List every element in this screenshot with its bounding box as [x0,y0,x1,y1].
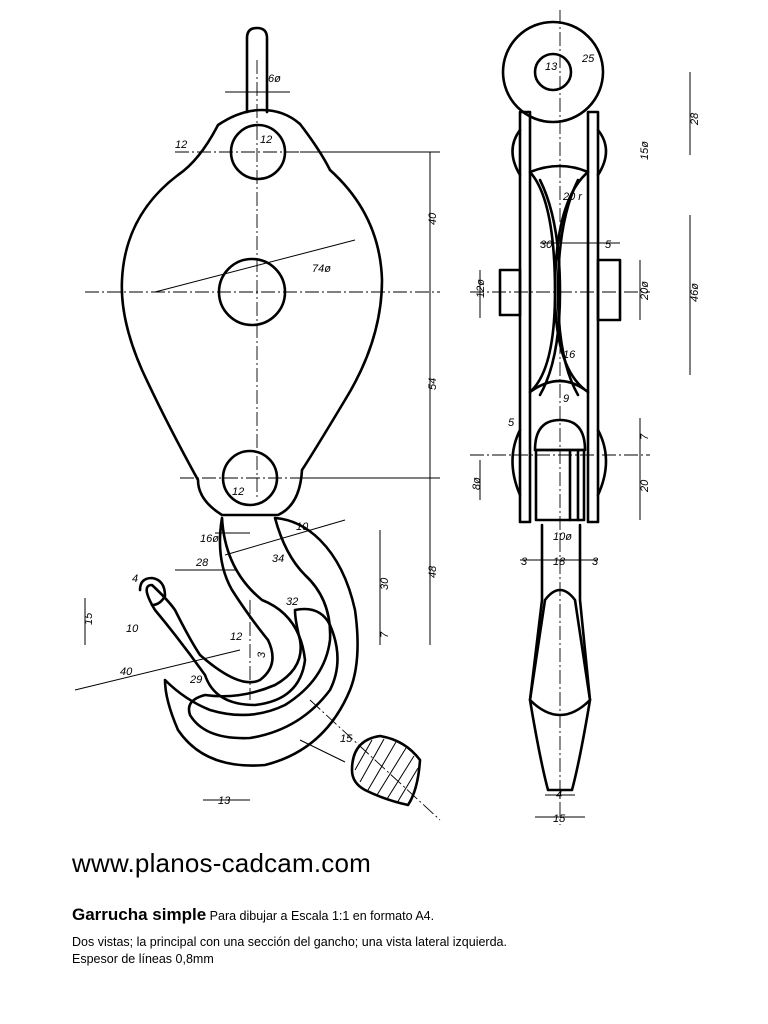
dim-15s: 15 [340,733,353,745]
hook-body [163,516,359,767]
dim-25: 25 [581,53,595,65]
dim-18: 18 [553,556,566,568]
dim-r12: 12 [175,139,187,151]
dim-20v: 20 [639,479,651,493]
dim-48: 48 [427,565,439,578]
dim-40b: 40 [120,666,133,678]
dim-15d: 15ø [639,141,651,160]
dim-13: 13 [218,795,231,807]
hook-inner-slot [187,607,339,740]
drawing-title: Garrucha simple Para dibujar a Escala 1:… [72,905,435,924]
dim-40: 40 [427,212,439,225]
site-url[interactable]: www.planos-cadcam.com [72,848,371,878]
dim-12b: 12 [232,486,244,498]
dim-15: 15 [83,612,95,625]
dim-4: 4 [132,573,138,585]
dim-12c: 12ø [475,279,487,298]
dim-28v: 28 [689,112,701,126]
dim-54: 54 [427,378,439,390]
side-boss-left [498,268,522,317]
dim-10b: 10 [126,623,139,635]
dim-15h: 15 [553,813,566,825]
dim-20d: 20ø [639,281,651,301]
side-top-eye [501,20,605,124]
dim-4h: 4 [556,789,562,801]
dim-30: 30 [379,577,391,590]
side-boss-right [596,258,622,322]
dim-5: 5 [605,239,612,251]
dim-r12b: 12 [230,631,242,643]
pulley-casing [120,108,384,517]
dim-28: 28 [195,557,209,569]
dim-9: 9 [563,393,569,405]
side-top-eye-hole [533,52,573,92]
dim-10d: 10ø [553,531,572,543]
description-line2: Espesor de líneas 0,8mm [72,952,214,966]
dim-74: 74ø [312,263,331,275]
dim-3: 3 [256,651,268,658]
dim-16h: 16 [563,349,576,361]
front-view [74,26,441,821]
title-subtitle: Para dibujar a Escala 1:1 en formato A4. [209,909,435,923]
dim-32: 32 [286,596,298,608]
hook-outline [145,516,307,707]
dim-29: 29 [189,674,202,686]
side-hook-taper [528,588,592,717]
dim-34: 34 [272,553,284,565]
dim-20r: 20 r [562,191,583,203]
dim-3a: 3 [521,556,528,568]
dimension-labels: 6ø 12 12 74ø 40 54 48 12 16ø 28 34 10 30… [83,53,701,825]
dim-13d: 13 [545,61,558,73]
title-name: Garrucha simple [72,905,207,924]
technical-drawing: 6ø 12 12 74ø 40 54 48 12 16ø 28 34 10 30… [74,10,701,825]
side-bottom-bolt [511,428,608,497]
side-plate-right [586,110,600,524]
dim-16: 16ø [200,533,219,545]
side-pulley-wheel [528,164,590,394]
side-top-bolt [511,128,608,177]
dim-7: 7 [379,631,391,638]
dim-8: 8ø [471,477,483,490]
description-line1: Dos vistas; la principal con una sección… [72,935,507,949]
side-plate-left [518,110,532,524]
dim-10: 10 [296,521,309,533]
dim-7b: 7 [639,433,651,440]
dim-3b: 3 [592,556,599,568]
dim-30h: 30 [540,239,553,251]
section-hatch [354,738,419,804]
dim-12a: 12 [260,134,272,146]
hook-section [350,734,422,807]
dim-5b: 5 [508,417,515,429]
side-view [470,10,691,825]
hook-tip [138,576,167,607]
dim-46: 46ø [689,283,701,302]
dim-6: 6ø [268,73,281,85]
top-lug [245,26,269,114]
